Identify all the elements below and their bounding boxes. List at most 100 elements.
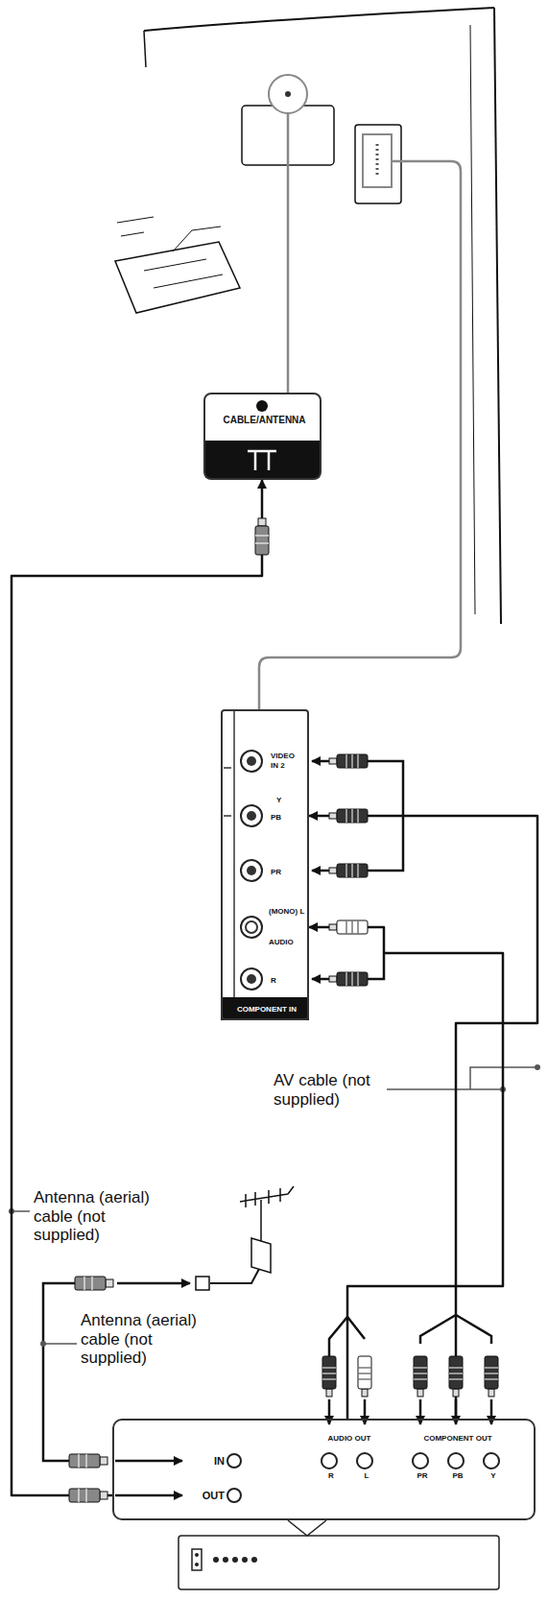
port-label: COMPONENT OUT [400,1433,516,1444]
device-body [194,1552,258,1567]
coax-plug [255,518,269,555]
cable [115,1459,183,1463]
cable [363,1399,367,1425]
cable [117,1282,191,1286]
device-body [213,1556,219,1563]
input-panel-jacks [240,805,263,827]
device-body [178,1535,500,1590]
cable [43,1283,75,1461]
device-body [287,1520,327,1536]
rca-plug [413,1356,428,1397]
rca-plug [329,809,368,823]
port-label: COMPONENT IN [222,1004,311,1015]
rca-plug [329,972,368,986]
port-label: PR [412,1471,432,1481]
input-panel-jacks [240,968,263,990]
rca-plug [329,754,368,768]
tv-back [143,226,223,288]
input-panel-jacks [240,750,263,772]
tv-back [117,216,154,237]
port-label: OUT [181,1489,225,1502]
cable [329,1316,348,1359]
tv-jacks [268,74,308,114]
tv-back [494,7,501,624]
cable [210,1268,260,1284]
tv-back [143,7,495,31]
port-label: (MONO) L [268,906,310,917]
device-jacks [227,1453,500,1502]
leader-dot [40,1340,47,1347]
leader-line [43,1342,77,1345]
port-label: Y [276,795,296,806]
port-label: PR [270,867,300,878]
device-body [194,1562,199,1567]
input-panel-jacks [246,756,257,766]
leader-line [11,1067,538,1344]
tv-back [470,24,476,615]
device-body [241,1556,248,1563]
antenna-jack [205,440,320,478]
device-body [222,1556,229,1563]
port-label: R [321,1471,341,1481]
device-jacks [321,1453,337,1469]
cable-connector [309,815,538,1419]
device-body [194,1552,199,1557]
leader-line [286,113,290,393]
tv-jacks [362,134,392,188]
cable [311,815,404,871]
leader-line [259,161,461,710]
cable-label: AV cable (not supplied) [273,1071,384,1109]
device-body [251,1556,258,1563]
antenna [195,1276,210,1290]
tv-back [355,124,402,204]
antenna-jack [256,400,268,412]
input-panel-jacks [246,810,257,821]
device-jacks [448,1453,464,1469]
antenna-input-box: CABLE/ANTENNA [203,392,322,480]
port-label: AUDIO OUT [301,1433,398,1444]
cable-connector [309,927,503,1419]
port-label: L [357,1471,377,1481]
cable [420,1314,456,1344]
device-body [178,1520,500,1590]
leader-dot [534,1064,541,1071]
antenna-jack [247,451,277,471]
rca-plug [329,920,368,934]
port-label: PB [270,812,300,823]
input-panel-jacks [246,974,257,984]
leader-line [259,113,461,710]
rca-plug [357,1356,372,1397]
tv-back [115,241,240,313]
cable [419,1399,423,1425]
device-body [191,1548,202,1571]
rca-plug [449,1356,463,1397]
input-panel-jacks [240,916,263,938]
leader-line [386,1067,538,1090]
rca-plug [329,863,368,878]
input-panel-jacks [223,767,232,816]
cable [347,1316,365,1339]
input-panel-jacks [240,750,263,990]
port-label: VIDEO IN 2 [270,751,304,770]
input-panel: VIDEO IN 2YPBPR(MONO) LAUDIORCOMPONENT I… [220,709,310,1021]
device-jacks [412,1453,429,1469]
rca-plug [484,1356,499,1397]
port-label: R [270,976,300,986]
port-label: Y [483,1471,503,1481]
cable-label: Antenna (aerial) cable (not supplied) [80,1310,204,1368]
cable [43,761,492,1496]
input-panel-jacks [246,865,257,876]
device-jacks [357,1453,373,1469]
port-label: IN [190,1454,225,1468]
device-jacks [227,1488,241,1502]
input-panel-jacks [246,756,257,984]
cable [455,1314,492,1344]
cable [311,761,404,816]
antenna [195,1186,294,1290]
rca-plug [322,1356,336,1397]
cable-label: Antenna (aerial) cable (not supplied) [33,1188,168,1245]
device-rear-panel: INOUTAUDIO OUTCOMPONENT OUTRLPRPBY [112,1418,536,1521]
device-jacks [227,1453,241,1468]
port-label: CABLE/ANTENNA [205,414,324,427]
tv-back [143,30,146,68]
